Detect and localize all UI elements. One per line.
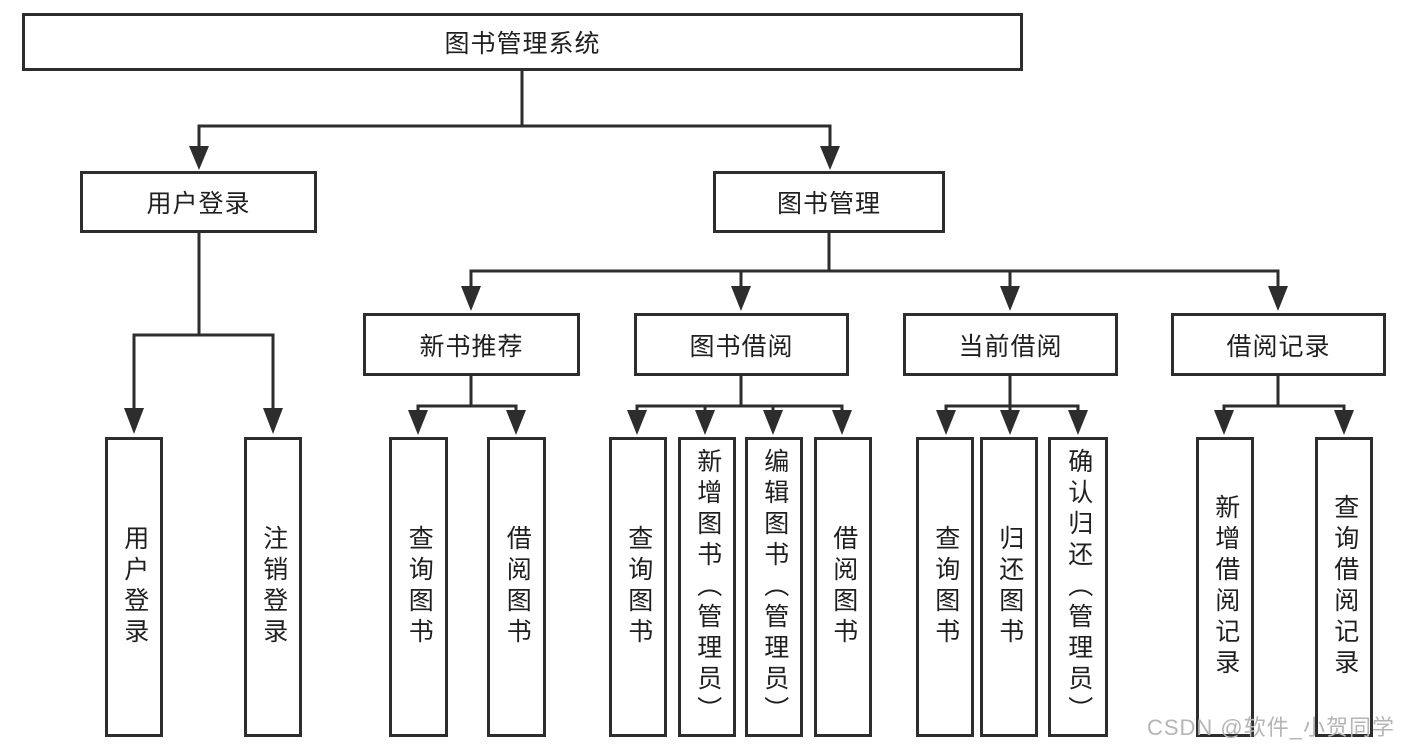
leaf-user-login: 用户登录 [105, 437, 163, 737]
arrowhead [731, 286, 751, 311]
arrowhead [189, 146, 209, 170]
csdn-watermark: CSDN @软件_小贺同学 [1146, 715, 1395, 740]
leaf-return-books-label: 归还图书 [995, 525, 1024, 649]
leaf-query-books-recommend: 查询图书 [389, 437, 448, 737]
node-new-book-recommend: 新书推荐 [363, 313, 580, 376]
leaf-query-borrow-record-label: 查询借阅记录 [1330, 494, 1359, 680]
leaf-add-book-admin-label: 新增图书（管理员） [693, 447, 722, 727]
arrowhead [263, 408, 283, 434]
node-user-login: 用户登录 [80, 171, 317, 233]
node-borrow-records: 借阅记录 [1171, 313, 1386, 376]
leaf-add-borrow-record: 新增借阅记录 [1196, 437, 1254, 737]
arrowhead [408, 410, 428, 435]
node-book-management: 图书管理 [713, 171, 945, 233]
leaf-borrow-books: 借阅图书 [814, 437, 872, 737]
arrowhead [763, 410, 783, 435]
node-user-login-label: 用户登录 [146, 190, 251, 218]
leaf-return-books: 归还图书 [980, 437, 1038, 737]
arrowhead [506, 410, 526, 435]
arrowhead [1214, 410, 1234, 435]
node-book-borrow: 图书借阅 [634, 313, 849, 376]
leaf-query-books-borrow-label: 查询图书 [624, 525, 653, 649]
node-current-borrow-label: 当前借阅 [958, 332, 1063, 361]
arrowhead [124, 408, 144, 434]
leaf-query-books-borrow: 查询图书 [609, 437, 667, 737]
leaf-confirm-return-admin: 确认归还（管理员） [1048, 437, 1108, 737]
arrowhead [820, 146, 840, 170]
leaf-confirm-return-admin-label: 确认归还（管理员） [1064, 447, 1093, 727]
leaf-borrow-books-label: 借阅图书 [829, 525, 858, 649]
arrowhead [1000, 286, 1020, 311]
leaf-edit-book-admin-label: 编辑图书（管理员） [760, 447, 789, 727]
leaf-logout: 注销登录 [244, 437, 302, 737]
arrowhead [1000, 410, 1020, 435]
leaf-query-books-current-label: 查询图书 [931, 525, 960, 649]
node-book-borrow-label: 图书借阅 [689, 332, 794, 361]
leaf-user-login-label: 用户登录 [120, 525, 149, 649]
arrowhead [832, 410, 852, 435]
leaf-query-books-recommend-label: 查询图书 [405, 525, 434, 649]
leaf-edit-book-admin: 编辑图书（管理员） [745, 437, 803, 737]
node-new-book-recommend-label: 新书推荐 [419, 332, 524, 361]
node-book-management-label: 图书管理 [776, 190, 881, 218]
leaf-query-borrow-record: 查询借阅记录 [1315, 437, 1373, 737]
leaf-logout-label: 注销登录 [259, 525, 288, 649]
leaf-borrow-books-recommend-label: 借阅图书 [503, 525, 532, 649]
arrowhead [695, 410, 715, 435]
arrowhead [627, 410, 647, 435]
arrowhead [1334, 410, 1354, 435]
leaf-query-books-current: 查询图书 [916, 437, 974, 737]
arrowhead [1068, 410, 1088, 435]
arrowhead [936, 410, 956, 435]
arrowhead [1268, 286, 1288, 311]
node-current-borrow: 当前借阅 [903, 313, 1118, 376]
node-borrow-records-label: 借阅记录 [1226, 332, 1331, 361]
leaf-add-book-admin: 新增图书（管理员） [678, 437, 736, 737]
node-library-system: 图书管理系统 [22, 13, 1023, 71]
leaf-borrow-books-recommend: 借阅图书 [487, 437, 546, 737]
node-library-system-label: 图书管理系统 [444, 30, 601, 58]
arrowhead [461, 286, 481, 311]
leaf-add-borrow-record-label: 新增借阅记录 [1211, 494, 1240, 680]
